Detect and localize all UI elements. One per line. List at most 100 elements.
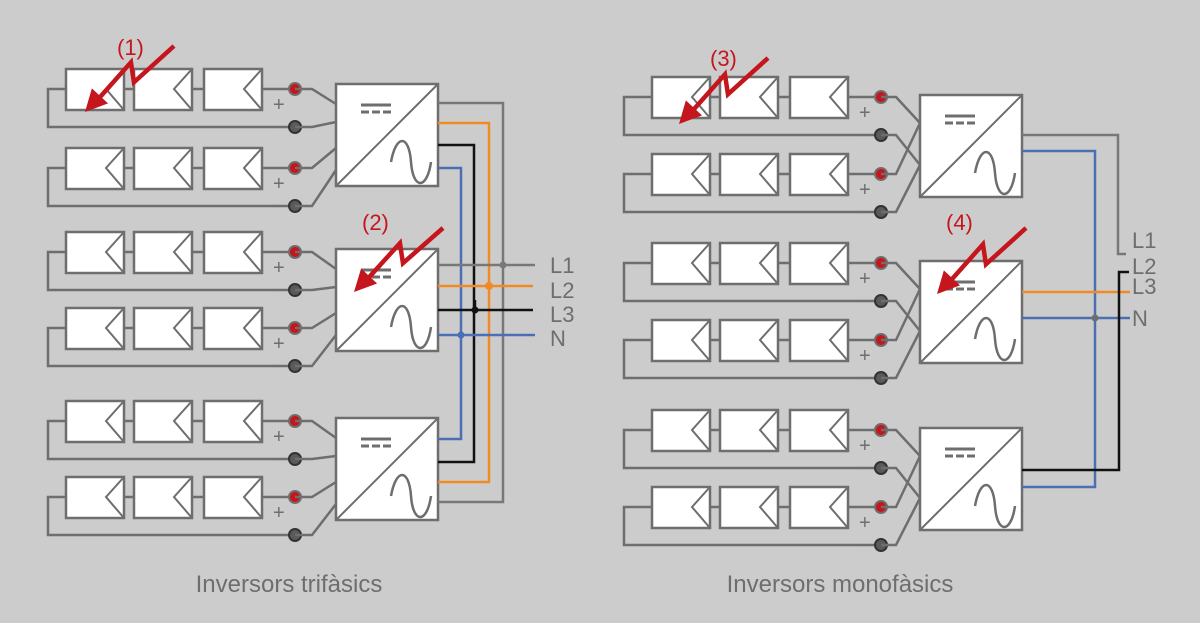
dc-input-wire xyxy=(295,285,337,292)
pv-cell-icon xyxy=(758,409,779,452)
inverter-diagonal xyxy=(919,427,1023,531)
pv-cell-icon xyxy=(828,409,849,452)
dc-input-wire xyxy=(295,454,337,461)
phase-L1-line xyxy=(1022,133,1126,256)
dc-input-wire xyxy=(881,330,922,380)
pv-panel-frame xyxy=(202,67,264,112)
pv-string: +− xyxy=(622,318,888,390)
plus-sign: + xyxy=(273,94,285,116)
junction-dot xyxy=(485,282,493,290)
pv-panel-frame xyxy=(650,408,712,453)
minus-sign: − xyxy=(858,368,870,390)
minus-lead xyxy=(622,261,881,303)
fault-arrow-1 xyxy=(85,44,176,112)
ac-sine-icon xyxy=(973,317,1017,361)
pv-panel xyxy=(202,306,264,351)
pv-panel-frame xyxy=(64,399,126,444)
minus-sign: − xyxy=(272,356,284,378)
pv-panel xyxy=(788,75,850,120)
pv-cell-icon xyxy=(758,76,779,119)
dc-input-wire xyxy=(881,95,921,124)
junction-dot xyxy=(471,306,479,314)
minus-sign: − xyxy=(858,202,870,224)
pv-string: +− xyxy=(622,75,888,147)
pv-cell-icon xyxy=(828,76,849,119)
pv-panel xyxy=(788,408,850,453)
pv-string: +− xyxy=(46,146,302,218)
inverter-diagonal xyxy=(335,248,439,352)
pv-panel-frame xyxy=(788,75,850,120)
fault-label-4: (4) xyxy=(946,210,973,235)
plus-sign: + xyxy=(859,102,871,124)
pv-panel xyxy=(788,485,850,530)
dc-input-wire xyxy=(295,311,337,330)
ac-sine-icon xyxy=(973,151,1017,195)
dc-input-wire xyxy=(295,169,338,208)
plus-sign: + xyxy=(273,173,285,195)
pv-cell-icon xyxy=(828,242,849,285)
pv-panel-frame xyxy=(64,146,126,191)
minus-sign: − xyxy=(272,525,284,547)
pv-panel-frame xyxy=(132,146,194,191)
inverter xyxy=(918,93,1024,199)
pv-cell-icon xyxy=(242,68,263,111)
ac-sine-icon xyxy=(389,140,433,184)
inverter xyxy=(334,247,440,353)
pv-cell-icon xyxy=(172,147,193,190)
pv-panel xyxy=(202,67,264,112)
pv-cell-icon xyxy=(758,242,779,285)
fault-arrow-3 xyxy=(679,56,770,124)
minus-lead xyxy=(46,87,295,129)
pv-panel xyxy=(718,318,780,363)
fault-arrows xyxy=(85,44,1028,294)
pv-cell-icon xyxy=(242,476,263,519)
minus-lead xyxy=(622,172,881,214)
dc-icon xyxy=(361,103,391,114)
phase-L2-line xyxy=(1022,270,1129,472)
pv-panel xyxy=(132,306,194,351)
plus-sign: + xyxy=(859,179,871,201)
dc-input-wire xyxy=(881,299,921,332)
pv-panel xyxy=(202,146,264,191)
pv-panel xyxy=(718,408,780,453)
pv-cell-icon xyxy=(104,476,125,519)
minus-sign: − xyxy=(272,117,284,139)
dc-input-wire xyxy=(295,334,337,368)
pv-panel-frame xyxy=(202,306,264,351)
junction-dot xyxy=(1091,314,1099,322)
pv-panel xyxy=(718,485,780,530)
minus-lead xyxy=(46,166,295,208)
inverter-diagonal xyxy=(919,94,1023,198)
phase-L2-bus xyxy=(438,121,491,484)
pv-panel-frame xyxy=(718,241,780,286)
pv-panel-frame xyxy=(132,475,194,520)
pv-cell-icon xyxy=(758,486,779,529)
dc-input-wire xyxy=(295,503,337,537)
pv-cell-icon xyxy=(758,153,779,196)
inverter-diagonal xyxy=(919,260,1023,364)
dc-input-wire xyxy=(295,87,337,106)
dc-icon xyxy=(361,437,391,448)
pv-panel-frame xyxy=(202,230,264,275)
left-label-L3: L3 xyxy=(550,302,574,327)
pv-panel-frame xyxy=(64,475,126,520)
minus-lead xyxy=(622,338,881,380)
pv-panel-frame xyxy=(718,408,780,453)
pv-panel xyxy=(64,475,126,520)
dc-input-wire xyxy=(881,466,921,499)
pv-panel xyxy=(64,399,126,444)
pv-cell-icon xyxy=(104,307,125,350)
pv-panel xyxy=(132,230,194,275)
fault-label-3: (3) xyxy=(710,46,737,71)
minus-lead xyxy=(622,428,881,470)
pv-cell-icon xyxy=(690,319,711,362)
pv-panel xyxy=(788,241,850,286)
junction-dot xyxy=(499,261,507,269)
arrowhead-icon xyxy=(679,100,703,124)
lightning-icon xyxy=(685,56,770,119)
right-label-L1: L1 xyxy=(1132,228,1156,253)
pv-panel xyxy=(650,485,712,530)
lightning-icon xyxy=(943,226,1028,289)
dc-icon xyxy=(945,114,975,125)
pv-panel xyxy=(650,75,712,120)
